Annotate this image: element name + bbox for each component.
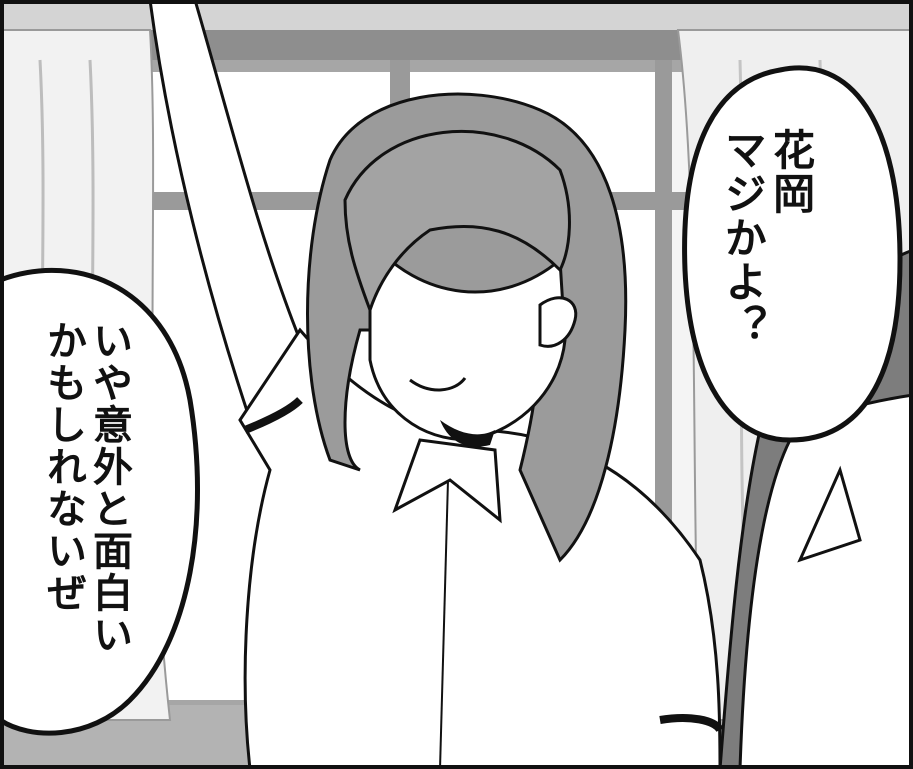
girl-main-figure [148, 0, 724, 769]
speech-bubble-left [0, 267, 200, 736]
speech-bubble-right [682, 65, 903, 443]
speech-line: マジかよ？ [718, 128, 768, 348]
speech-text-left: いや意外と面白い かもしれないぜ [40, 320, 132, 660]
speech-line: 花岡 [766, 128, 816, 216]
speech-line: かもしれないぜ [40, 320, 86, 614]
speech-line: いや意外と面白い [86, 320, 132, 656]
speech-text-right: 花岡 マジかよ？ [718, 128, 815, 418]
